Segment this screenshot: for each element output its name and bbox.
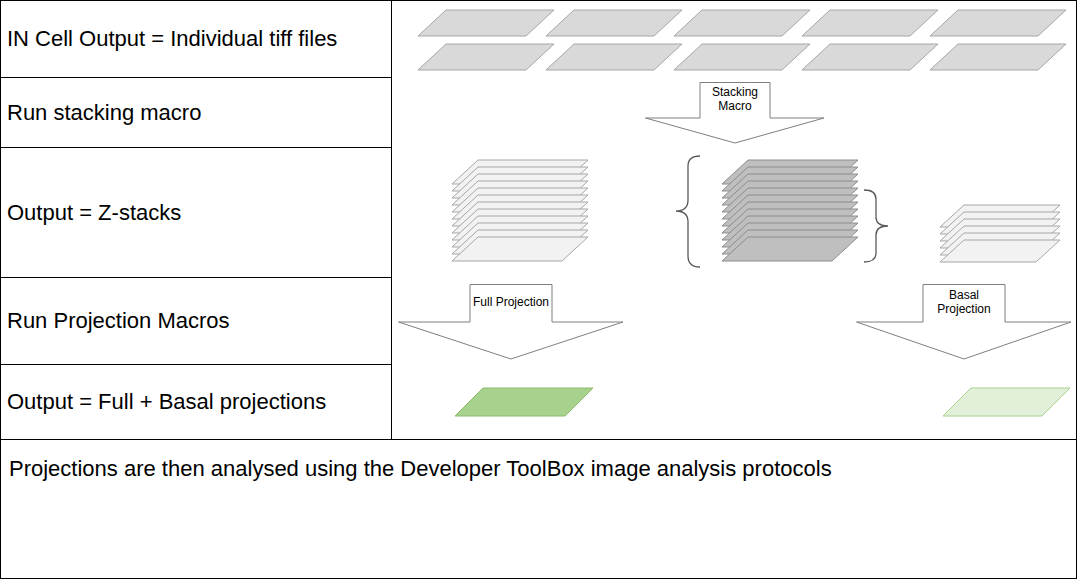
- step-cell: Run stacking macro: [0, 77, 392, 148]
- arrow-shape: [646, 83, 825, 144]
- image-plane: [546, 44, 682, 70]
- block-arrow: Basal Projection: [856, 284, 1072, 360]
- note-text: Projections are then analysed using the …: [9, 450, 1068, 487]
- image-plane: [930, 44, 1066, 70]
- step-cell: IN Cell Output = Individual tiff files: [0, 0, 392, 78]
- step-cell: Output = Full + Basal projections: [0, 364, 392, 440]
- arrow-shape: [857, 285, 1072, 360]
- image-plane: [940, 240, 1060, 262]
- image-plane: [546, 10, 682, 36]
- projections: [455, 388, 1070, 416]
- step-text: Run stacking macro: [7, 99, 201, 127]
- image-plane: [418, 10, 554, 36]
- step-text: Output = Full + Basal projections: [7, 388, 326, 416]
- brackets: [676, 156, 888, 267]
- image-plane: [452, 237, 588, 261]
- image-plane: [802, 10, 938, 36]
- table-grid: [392, 1, 1077, 440]
- image-plane: [418, 44, 554, 70]
- block-arrow: Full Projection: [398, 284, 624, 360]
- step-text: Output = Z-stacks: [7, 199, 181, 227]
- image-plane: [802, 44, 938, 70]
- block-arrow: Stacking Macro: [645, 82, 825, 144]
- step-cell: Output = Z-stacks: [0, 147, 392, 278]
- step-cell: Run Projection Macros: [0, 277, 392, 365]
- arrow-shape: [399, 285, 624, 360]
- arrow-label: Full Projection: [470, 284, 552, 322]
- image-plane: [674, 44, 810, 70]
- arrow-label: Basal Projection: [923, 284, 1005, 322]
- tiff-tiles: [418, 10, 1066, 70]
- note-cell: Projections are then analysed using the …: [0, 439, 1077, 579]
- arrow-label: Stacking Macro: [700, 82, 770, 118]
- z-stacks: [452, 160, 1060, 262]
- step-text: IN Cell Output = Individual tiff files: [7, 25, 337, 53]
- image-plane: [930, 10, 1066, 36]
- image-plane: [674, 10, 810, 36]
- image-plane: [722, 237, 858, 261]
- step-text: Run Projection Macros: [7, 307, 230, 335]
